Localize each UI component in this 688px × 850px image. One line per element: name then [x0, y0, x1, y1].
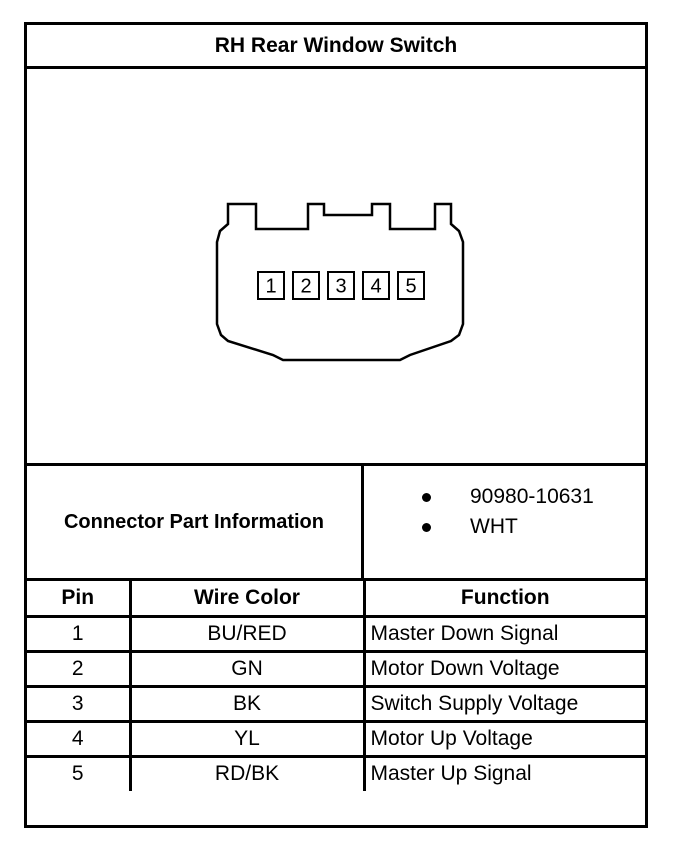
wire-color-cell: BU/RED	[128, 614, 366, 653]
connector-part-info-label: Connector Part Information	[27, 466, 364, 578]
pin-cell: 3	[27, 684, 132, 723]
connector-face-drawing: 1 2 3 4 5	[215, 202, 465, 362]
pinout-table: Pin Wire Color Function 1 BU/RED Master …	[27, 581, 645, 791]
list-item: WHT	[364, 512, 645, 542]
pin-cavity	[362, 271, 390, 300]
function-cell: Motor Down Voltage	[362, 649, 645, 688]
page-title: RH Rear Window Switch	[27, 25, 645, 69]
pin-cell: 4	[27, 719, 132, 758]
pin-cavity	[397, 271, 425, 300]
function-cell: Motor Up Voltage	[362, 719, 645, 758]
table-row: 1 BU/RED Master Down Signal	[27, 614, 645, 653]
wire-color-cell: YL	[128, 719, 366, 758]
function-cell: Master Up Signal	[362, 754, 645, 791]
function-cell: Switch Supply Voltage	[362, 684, 645, 723]
connector-pins: 1 2 3 4 5	[257, 271, 425, 300]
connector-diagram: 1 2 3 4 5	[27, 69, 645, 463]
table-row: 2 GN Motor Down Voltage	[27, 649, 645, 688]
pin-cavity	[327, 271, 355, 300]
connector-color: WHT	[470, 515, 518, 538]
table-row: 5 RD/BK Master Up Signal	[27, 754, 645, 791]
function-cell: Master Down Signal	[362, 614, 645, 653]
wire-color-cell: GN	[128, 649, 366, 688]
table-row: 3 BK Switch Supply Voltage	[27, 684, 645, 723]
wire-color-cell: BK	[128, 684, 366, 723]
bullet-icon	[422, 522, 431, 532]
pin-number-label: 4	[370, 276, 381, 298]
connector-part-info: Connector Part Information 90980-10631 W…	[27, 463, 645, 581]
pin-cell: 1	[27, 614, 132, 653]
table-header-row: Pin Wire Color Function	[27, 581, 645, 618]
table-row: 4 YL Motor Up Voltage	[27, 719, 645, 758]
wire-color-cell: RD/BK	[128, 754, 366, 791]
part-number: 90980-10631	[470, 485, 594, 508]
connector-part-info-list: 90980-10631 WHT	[364, 466, 645, 578]
pin-number-label: 2	[300, 276, 311, 298]
header-pin: Pin	[27, 581, 132, 618]
header-function: Function	[362, 581, 645, 618]
list-item: 90980-10631	[364, 482, 645, 512]
pin-cavity	[292, 271, 320, 300]
pin-cell: 5	[27, 754, 132, 791]
header-wire-color: Wire Color	[128, 581, 366, 618]
pin-number-label: 3	[335, 276, 346, 298]
pin-number-label: 1	[265, 276, 276, 298]
connector-outline	[215, 202, 465, 362]
pin-cavity	[257, 271, 285, 300]
bullet-icon	[422, 492, 431, 502]
pin-cell: 2	[27, 649, 132, 688]
pin-number-label: 5	[405, 276, 416, 298]
